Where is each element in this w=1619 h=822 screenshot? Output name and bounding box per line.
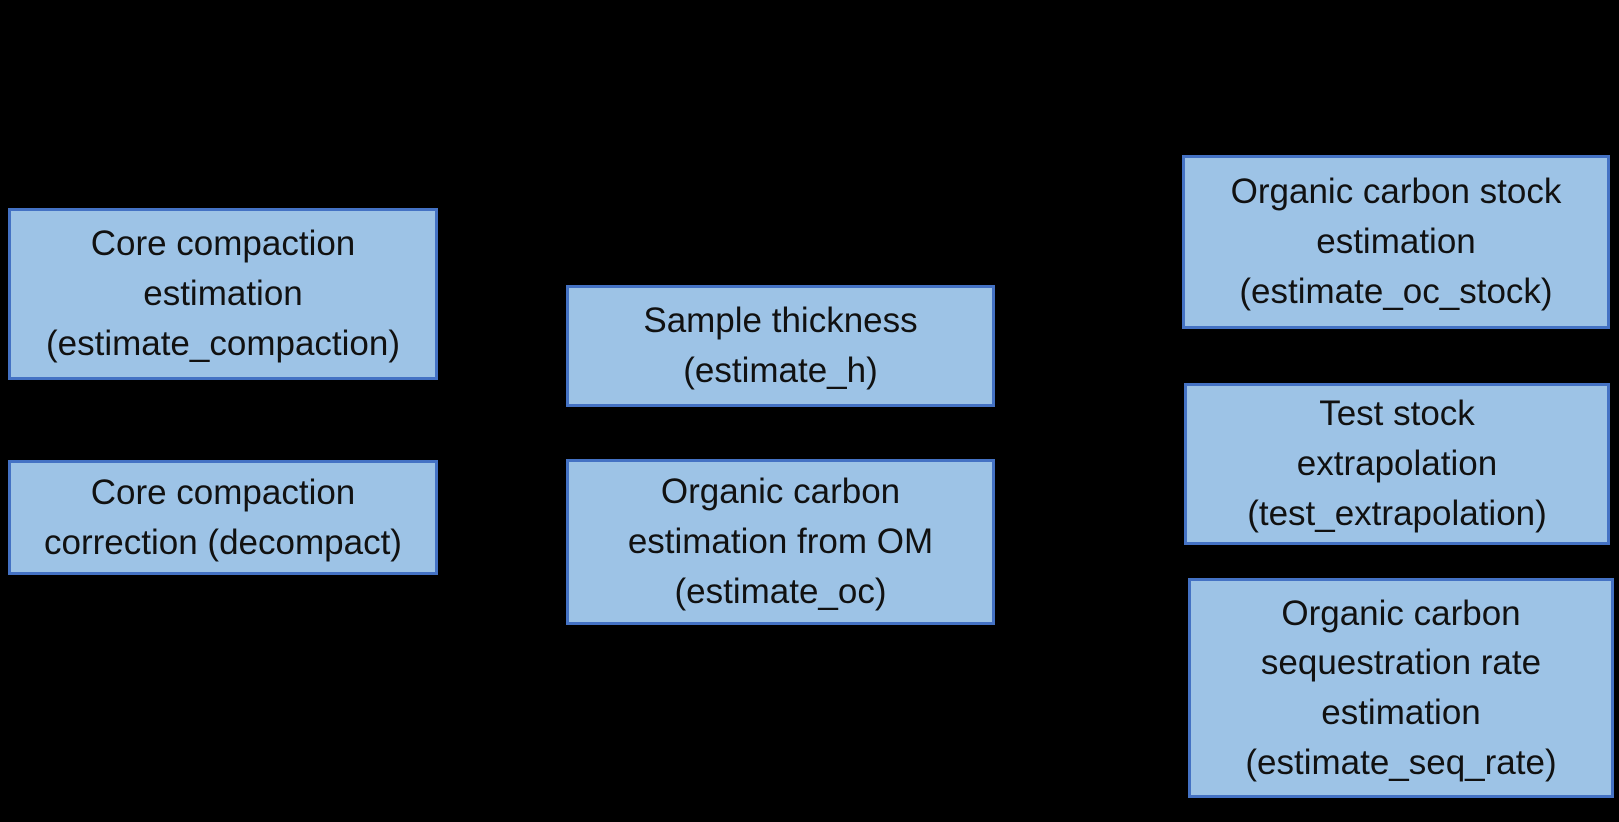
node-core-compaction-estimation: Core compaction estimation (estimate_com… (8, 208, 438, 380)
node-organic-carbon-stock-estimation-label: Organic carbon stock estimation (estimat… (1230, 172, 1562, 311)
node-organic-carbon-estimation-from-om: Organic carbon estimation from OM (estim… (566, 459, 995, 625)
node-organic-carbon-sequestration-rate-estimation: Organic carbon sequestration rate estima… (1188, 578, 1614, 798)
node-test-stock-extrapolation-label: Test stock extrapolation (test_extrapola… (1247, 394, 1547, 533)
node-sample-thickness: Sample thickness (estimate_h) (566, 285, 995, 407)
node-test-stock-extrapolation: Test stock extrapolation (test_extrapola… (1184, 383, 1610, 545)
node-sample-thickness-label: Sample thickness (estimate_h) (643, 301, 918, 390)
node-core-compaction-correction-label: Core compaction correction (decompact) (44, 472, 402, 562)
node-organic-carbon-estimation-from-om-label: Organic carbon estimation from OM (estim… (627, 472, 934, 611)
node-organic-carbon-sequestration-rate-estimation-label: Organic carbon sequestration rate estima… (1245, 593, 1557, 782)
node-core-compaction-correction: Core compaction correction (decompact) (8, 460, 438, 575)
node-core-compaction-estimation-label: Core compaction estimation (estimate_com… (45, 224, 401, 363)
node-organic-carbon-stock-estimation: Organic carbon stock estimation (estimat… (1182, 155, 1610, 329)
